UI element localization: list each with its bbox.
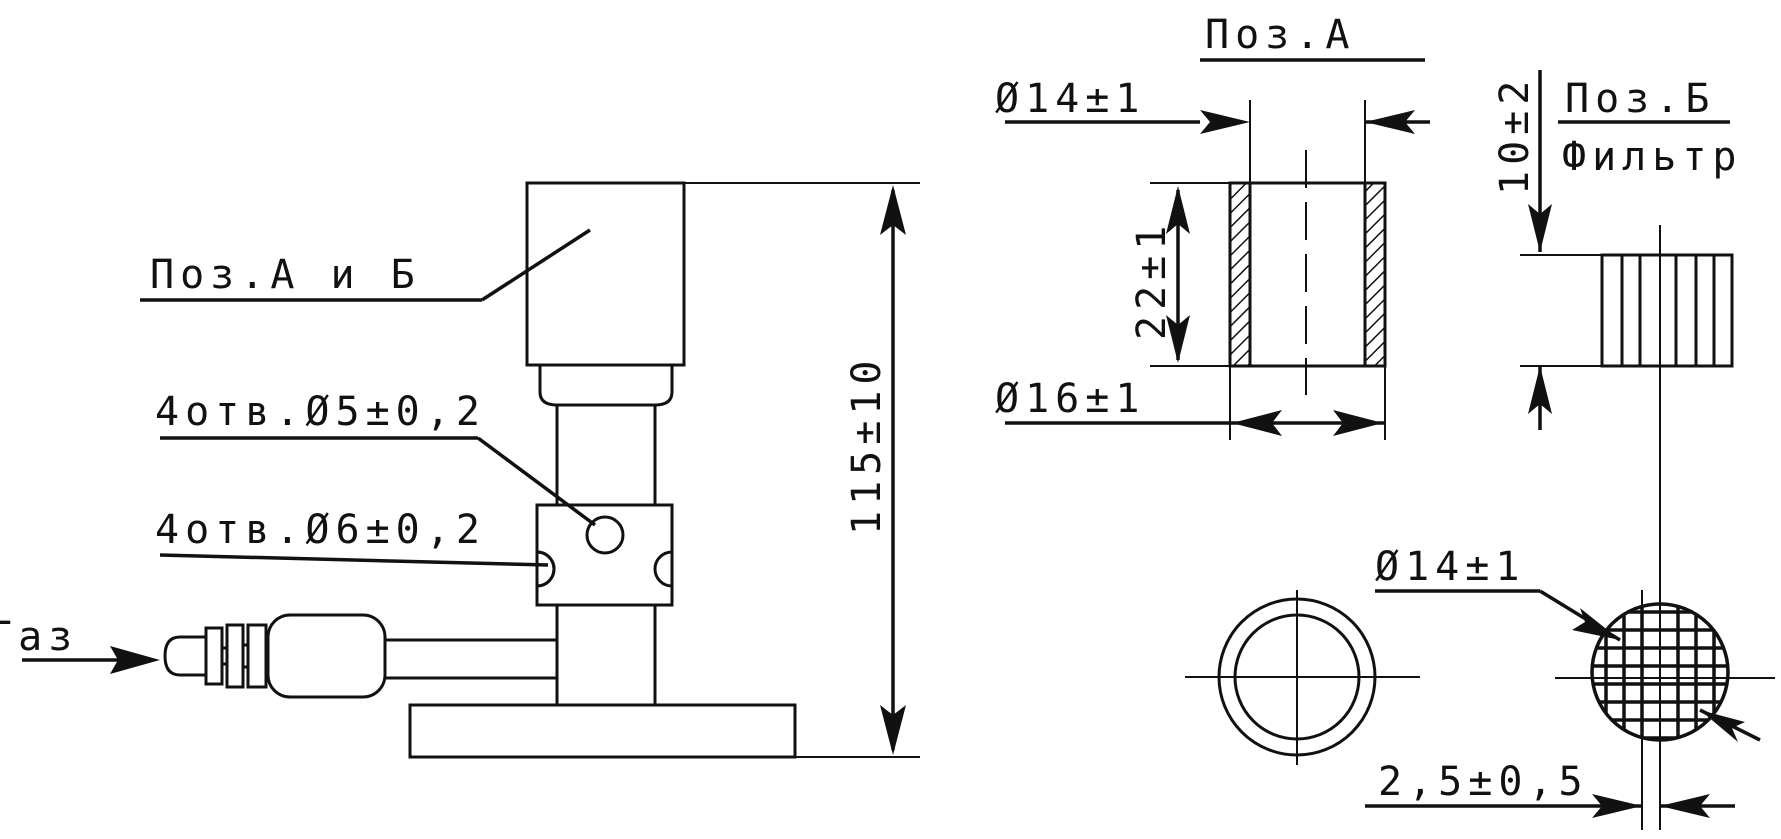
pos-a-wall-left [1228,181,1252,368]
hose [266,613,387,699]
hole-6-right [653,550,673,588]
pos-a-wall-right [1363,181,1387,368]
top-cylinder [525,181,686,367]
mesh-pitch: 2,5±0,5 [1378,759,1589,805]
height-dimension: 115±10 [844,355,890,536]
pos-b-subtitle: Фильтр [1562,134,1743,180]
pos-a-outer-dia: Ø14±1 [995,76,1145,122]
hole-6-left-arc [536,550,556,588]
assembly-view: Газ Поз.А и Б 4отв.Ø5±0,2 4отв.Ø6±0,2 11… [0,181,920,759]
fitting-ring-1 [246,623,268,689]
fitting-ring-2 [225,623,245,689]
pos-b-title: Поз.Б [1565,76,1715,122]
filter-body [1600,253,1734,368]
holes-6-label: 4отв.Ø6±0,2 [155,507,486,553]
pos-b-dia: Ø14±1 [1375,544,1525,590]
neck [538,365,674,407]
pos-a-height: 22±1 [1129,220,1175,340]
pos-b-height: 10±2 [1492,75,1538,195]
pos-b-view: Поз.Б Фильтр 10±2 [1365,70,1775,830]
pos-a-view: Поз.А Ø14±1 22±1 Ø16±1 [995,12,1430,765]
fitting-nozzle [163,635,208,677]
pos-a-title: Поз.А [1205,12,1355,58]
base-plate [408,703,797,759]
gas-label: Газ [0,614,78,660]
holes-5-label: 4отв.Ø5±0,2 [155,389,486,435]
pos-a-and-b-label: Поз.А и Б [150,252,421,298]
hole-5 [585,515,625,555]
fitting-ring-3 [204,626,224,686]
pos-a-inner-dia: Ø16±1 [995,376,1145,422]
collar [535,503,674,607]
